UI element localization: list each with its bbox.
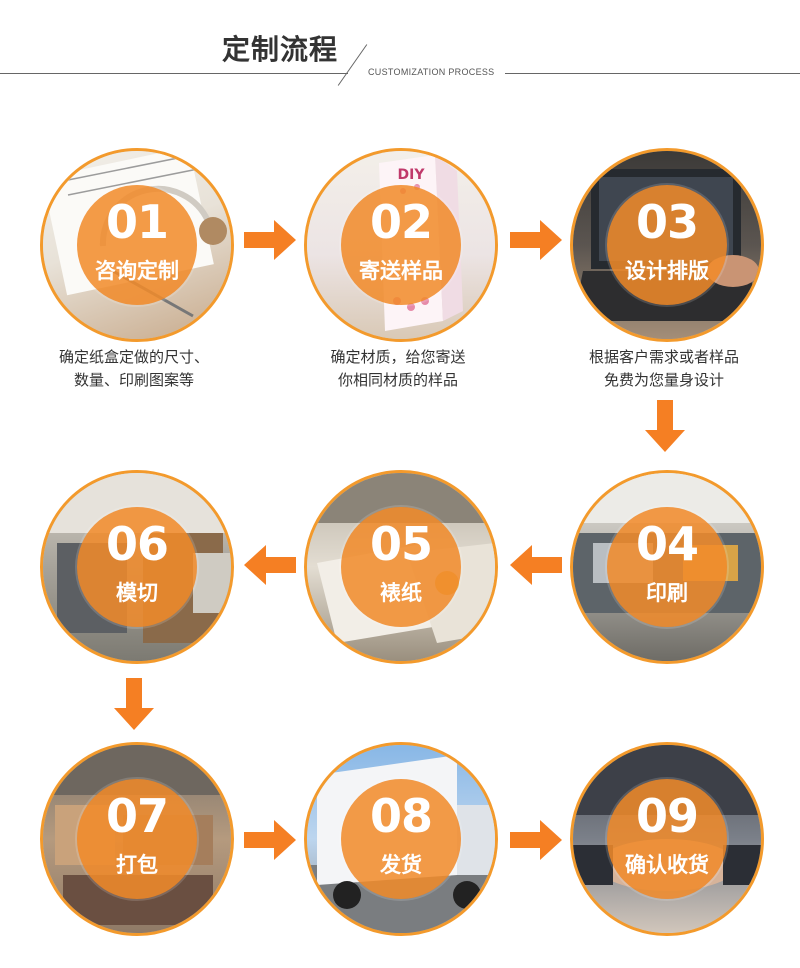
step-08: 08 发货 xyxy=(304,742,500,938)
step-number: 04 xyxy=(635,517,699,571)
step-03: 03 设计排版 xyxy=(570,148,766,344)
step-badge: 07 打包 xyxy=(77,779,197,899)
step-02: DIY 02 寄送样品 xyxy=(304,148,500,344)
step-name: 裱纸 xyxy=(380,581,422,605)
step-number: 08 xyxy=(369,789,433,843)
arrow-left-icon xyxy=(510,545,562,585)
arrow-down-icon xyxy=(645,400,685,452)
step-photo: 04 印刷 xyxy=(570,470,764,664)
step-badge: 03 设计排版 xyxy=(607,185,727,305)
step-number: 03 xyxy=(635,195,699,249)
header-slash xyxy=(337,44,368,86)
header-divider-right xyxy=(505,73,800,74)
arrow-left-icon xyxy=(244,545,296,585)
arrow-right-icon xyxy=(510,820,562,860)
step-07: 07 打包 xyxy=(40,742,236,938)
step-name: 发货 xyxy=(380,853,422,877)
step-badge: 01 咨询定制 xyxy=(77,185,197,305)
step-number: 01 xyxy=(105,195,169,249)
step-05: 05 裱纸 xyxy=(304,470,500,666)
step-03-description: 根据客户需求或者样品 免费为您量身设计 xyxy=(588,348,739,389)
section-header: 定制流程 CUSTOMIZATION PROCESS xyxy=(0,0,800,100)
step-number: 06 xyxy=(105,517,169,571)
step-name: 咨询定制 xyxy=(95,259,179,283)
page-subtitle: CUSTOMIZATION PROCESS xyxy=(368,67,495,77)
step-photo: 06 模切 xyxy=(40,470,234,664)
step-number: 07 xyxy=(105,789,169,843)
step-photo: 01 咨询定制 xyxy=(40,148,234,342)
arrow-right-icon xyxy=(510,220,562,260)
step-photo: 05 裱纸 xyxy=(304,470,498,664)
step-photo: 07 打包 xyxy=(40,742,234,936)
step-06: 06 模切 xyxy=(40,470,236,666)
step-badge: 05 裱纸 xyxy=(341,507,461,627)
step-name: 确认收货 xyxy=(625,853,709,877)
step-name: 设计排版 xyxy=(625,259,709,283)
step-name: 模切 xyxy=(116,581,158,605)
step-badge: 02 寄送样品 xyxy=(341,185,461,305)
step-badge: 09 确认收货 xyxy=(607,779,727,899)
step-badge: 08 发货 xyxy=(341,779,461,899)
step-02-description: 确定材质，给您寄送 你相同材质的样品 xyxy=(330,348,466,389)
header-divider-left xyxy=(0,73,348,74)
arrow-right-icon xyxy=(244,220,296,260)
step-01: 01 咨询定制 xyxy=(40,148,236,344)
arrow-down-icon xyxy=(114,678,154,730)
step-name: 印刷 xyxy=(646,581,688,605)
step-number: 05 xyxy=(369,517,433,571)
step-number: 02 xyxy=(369,195,433,249)
step-badge: 06 模切 xyxy=(77,507,197,627)
svg-text:DIY: DIY xyxy=(398,167,426,183)
step-badge: 04 印刷 xyxy=(607,507,727,627)
step-name: 寄送样品 xyxy=(359,259,443,283)
step-photo: 03 设计排版 xyxy=(570,148,764,342)
step-01-description: 确定纸盒定做的尺寸、 数量、印刷图案等 xyxy=(58,348,209,389)
step-name: 打包 xyxy=(116,853,158,877)
step-04: 04 印刷 xyxy=(570,470,766,666)
step-photo: DIY 02 寄送样品 xyxy=(304,148,498,342)
step-09: 09 确认收货 xyxy=(570,742,766,938)
page-title: 定制流程 xyxy=(222,33,339,66)
step-photo: 09 确认收货 xyxy=(570,742,764,936)
step-number: 09 xyxy=(635,789,699,843)
arrow-right-icon xyxy=(244,820,296,860)
step-photo: 08 发货 xyxy=(304,742,498,936)
